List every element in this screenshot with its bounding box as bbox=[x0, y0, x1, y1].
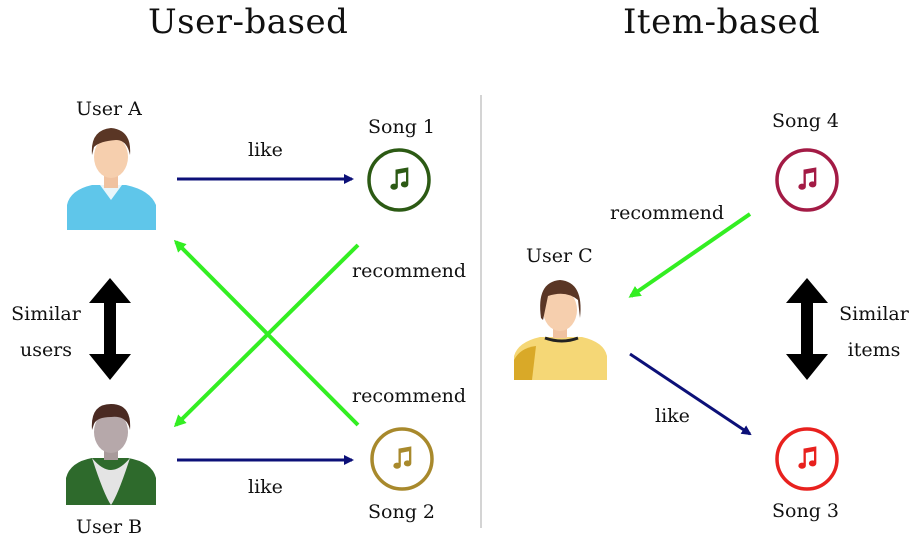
item-based-title: Item-based bbox=[623, 2, 821, 42]
recommend-arrow-song2-to-a bbox=[173, 239, 360, 427]
user-a-label: User A bbox=[76, 98, 142, 120]
similar-users-line1: Similar bbox=[11, 303, 81, 325]
similar-users-label: Similar users bbox=[4, 296, 88, 368]
recommend-label-bottom: recommend bbox=[352, 385, 467, 407]
like-label-top: like bbox=[248, 139, 283, 161]
similar-items-double-arrow-icon bbox=[786, 278, 828, 380]
user-c-avatar-icon bbox=[514, 280, 607, 380]
user-b-label: User B bbox=[76, 516, 143, 538]
song-2-label: Song 2 bbox=[368, 501, 435, 523]
user-a-avatar-icon bbox=[67, 128, 156, 230]
user-c-label: User C bbox=[526, 245, 593, 267]
song-1-icon bbox=[367, 148, 431, 212]
recommend-label-item: recommend bbox=[610, 202, 725, 224]
song-4-icon bbox=[775, 148, 839, 212]
recommend-label-top: recommend bbox=[352, 260, 467, 282]
song-4-label: Song 4 bbox=[772, 110, 839, 132]
recommend-arrow-song4-to-c bbox=[628, 212, 752, 298]
like-arrow-c-to-song3 bbox=[629, 352, 752, 436]
like-label-item: like bbox=[655, 405, 690, 427]
similar-users-double-arrow-icon bbox=[89, 278, 131, 380]
similar-items-label: Similar items bbox=[832, 296, 916, 368]
like-label-bottom: like bbox=[248, 476, 283, 498]
song-1-label: Song 1 bbox=[368, 116, 435, 138]
user-b-avatar-icon bbox=[66, 404, 156, 505]
song-2-icon bbox=[370, 427, 434, 491]
song-3-icon bbox=[775, 427, 839, 491]
similar-users-line2: users bbox=[19, 339, 73, 361]
similar-items-line1: Similar bbox=[839, 303, 909, 325]
user-based-title: User-based bbox=[148, 2, 349, 42]
song-3-label: Song 3 bbox=[772, 500, 839, 522]
similar-items-line2: items bbox=[847, 339, 901, 361]
